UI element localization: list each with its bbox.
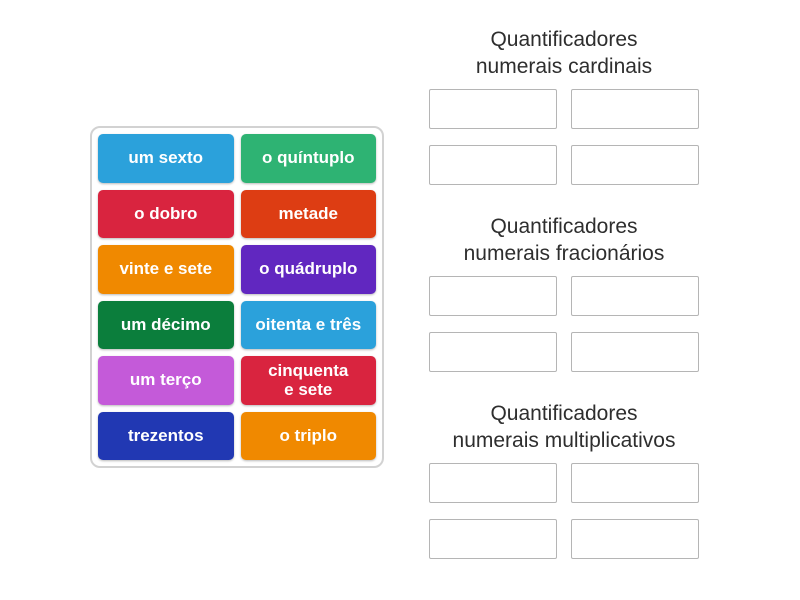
category-title-line: numerais fracionários bbox=[463, 242, 665, 265]
word-tile[interactable]: um décimo bbox=[98, 300, 234, 349]
answer-slot[interactable] bbox=[571, 463, 699, 503]
category-title-line: Quantificadores bbox=[490, 28, 638, 51]
word-tile[interactable]: oitenta e três bbox=[240, 300, 376, 349]
word-bank-panel: um sexto o quíntuplo o dobro metade vint… bbox=[90, 126, 384, 468]
category-title-line: numerais cardinais bbox=[475, 55, 653, 78]
category-title: Quantificadores numerais fracionários bbox=[418, 213, 710, 267]
category-group-fracionarios: Quantificadores numerais fracionários bbox=[418, 213, 710, 372]
slot-grid bbox=[429, 463, 699, 559]
word-tile[interactable]: vinte e sete bbox=[98, 245, 234, 294]
word-tile[interactable]: cinquenta e sete bbox=[240, 356, 376, 405]
answer-slot[interactable] bbox=[429, 519, 557, 559]
word-tile[interactable]: o triplo bbox=[240, 411, 376, 460]
answer-slot[interactable] bbox=[571, 89, 699, 129]
slot-grid bbox=[429, 89, 699, 185]
word-tile[interactable]: trezentos bbox=[98, 411, 234, 460]
answer-slot[interactable] bbox=[429, 463, 557, 503]
word-tile[interactable]: um terço bbox=[98, 356, 234, 405]
word-tile[interactable]: o quádruplo bbox=[240, 245, 376, 294]
word-tile[interactable]: o dobro bbox=[98, 189, 234, 238]
word-tile[interactable]: o quíntuplo bbox=[240, 134, 376, 183]
answer-slot[interactable] bbox=[571, 519, 699, 559]
answer-slot[interactable] bbox=[429, 332, 557, 372]
word-tile[interactable]: um sexto bbox=[98, 134, 234, 183]
category-title-line: Quantificadores bbox=[490, 215, 638, 238]
answer-slot[interactable] bbox=[429, 145, 557, 185]
category-title: Quantificadores numerais multiplicativos bbox=[418, 400, 710, 454]
answer-slot[interactable] bbox=[429, 89, 557, 129]
answer-slot[interactable] bbox=[571, 276, 699, 316]
answer-slot[interactable] bbox=[571, 145, 699, 185]
slot-grid bbox=[429, 276, 699, 372]
category-title: Quantificadores numerais cardinais bbox=[418, 26, 710, 80]
category-group-multiplicativos: Quantificadores numerais multiplicativos bbox=[418, 400, 710, 559]
word-tile[interactable]: metade bbox=[240, 189, 376, 238]
category-group-cardinais: Quantificadores numerais cardinais bbox=[418, 26, 710, 185]
category-title-line: Quantificadores bbox=[490, 402, 638, 425]
answer-slot[interactable] bbox=[429, 276, 557, 316]
category-title-line: numerais multiplicativos bbox=[452, 429, 676, 452]
answer-slot[interactable] bbox=[571, 332, 699, 372]
